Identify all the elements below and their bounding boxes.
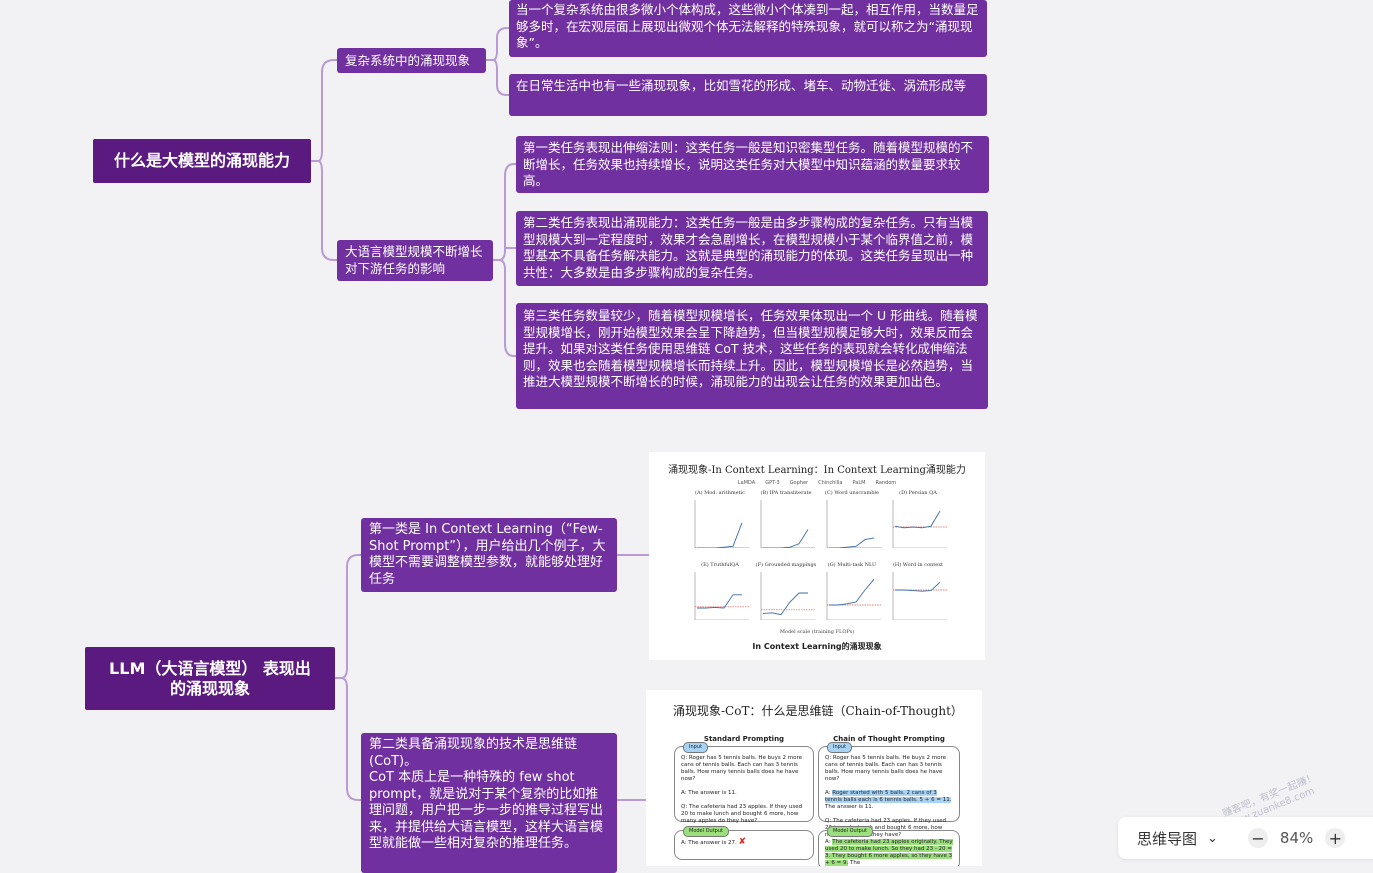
prompt-q2: Q: The cafeteria had 23 apples. If they … [681,804,803,824]
subplot-title: (F) Grounded mappings [755,562,817,568]
subplot-title: (G) Multi-task NLU [827,562,877,568]
a1-prefix: A: [825,790,833,796]
zoom-in-button[interactable]: + [1325,828,1346,848]
subplot-title: (D) Persian QA [899,490,937,496]
legend-item: GPT-3 [765,480,780,486]
icl-xlabel: Model scale (training FLOPs) [779,629,855,635]
subplot-title: (H) Word in context [892,562,944,568]
icl-subplot: (H) Word in context [887,562,949,620]
icl-subplot: (B) IPA transliterate [755,490,817,548]
legend-item: PaLM [852,480,866,486]
legend-item: Gopher [789,480,809,486]
input-tag: Input [683,742,708,753]
cot-figure-image[interactable]: 涌现现象-CoT：什么是思维链（Chain-of-Thought） Standa… [646,690,982,866]
node-in-context-learning[interactable]: 第一类是 In Context Learning（“Few-Shot Promp… [361,518,617,592]
legend-item: Random [875,480,897,486]
chevron-down-icon[interactable]: ⌄ [1207,830,1218,846]
icl-legend: LaMDA GPT-3 Gopher Chinchilla PaLM Random [649,480,985,486]
output-reasoning: The cafeteria had 23 apples originally. … [825,839,953,866]
zoom-level: 84% [1279,829,1314,847]
a1-reasoning: Roger started with 5 balls. 2 cans of 3 … [825,790,952,803]
icl-subplot: (E) TruthfulQA [689,562,751,620]
subplot-title: (C) Word unscramble [825,490,879,496]
node-model-scale-impact[interactable]: 大语言模型规模不断增长对下游任务的影响 [337,240,493,281]
prompt-a1: A: The answer is 11. [681,790,737,796]
icl-subplot: (F) Grounded mappings [755,562,817,620]
icl-subplot: (A) Mod. arithmetic [689,490,751,548]
cot-heading: Chain of Thought Prompting [833,735,945,743]
standard-heading: Standard Prompting [703,735,785,743]
node-complex-system[interactable]: 复杂系统中的涌现现象 [337,48,486,73]
output-prefix: A: [825,839,833,845]
icl-subplot: (G) Multi-task NLU [821,562,883,620]
leaf-task-type-3[interactable]: 第三类任务数量较少，随着模型规模增长，任务效果体现出一个 U 形曲线。随着模型规… [516,303,988,409]
output-tag: Model Output [827,826,873,837]
icl-subplot: (C) Word unscramble [821,490,883,548]
prompt-q1: Q: Roger has 5 tennis balls. He buys 2 m… [825,755,947,782]
standard-prompting-column: Standard Prompting Input Q: Roger has 5 … [674,736,814,866]
leaf-daily-examples[interactable]: 在日常生活中也有一些涌现现象，比如雪花的形成、堵车、动物迁徙、涡流形成等 [509,74,987,116]
subplot-title: (A) Mod. arithmetic [695,490,745,496]
leaf-emergence-definition[interactable]: 当一个复杂系统由很多微小个体构成，这些微小个体凑到一起，相互作用，当数量足够多时… [509,0,987,57]
cot-prompting-column: Chain of Thought Prompting Input Q: Roge… [818,736,960,866]
cot-figure-title: 涌现现象-CoT：什么是思维链（Chain-of-Thought） [673,704,963,718]
legend-item: Chinchilla [818,480,843,486]
root-node-emergence[interactable]: 什么是大模型的涌现能力 [93,139,311,183]
leaf-task-type-1[interactable]: 第一类任务表现出伸缩法则：这类任务一般是知识密集型任务。随着模型规模的不断增长，… [516,136,989,193]
leaf-task-type-2[interactable]: 第二类任务表现出涌现能力：这类任务一般是由多步骤构成的复杂任务。只有当模型规模大… [516,211,988,286]
a1-suffix: The answer is 11. [825,804,874,810]
icl-figure-image[interactable]: 涌现现象-In Context Learning：In Context Lear… [649,452,985,660]
input-tag: Input [827,742,852,753]
prompt-q1: Q: Roger has 5 tennis balls. He buys 2 m… [681,755,803,782]
wrong-x-icon: ✘ [738,837,747,847]
subplot-title: (E) TruthfulQA [701,562,739,568]
output-suffix: The [848,860,861,866]
subplot-title: (B) IPA transliterate [760,490,812,496]
icl-caption: In Context Learning的涌现现象 [752,642,882,651]
icl-subplot: (D) Persian QA [887,490,949,548]
zoom-toolbar: 思维导图 ⌄ − 84% + [1118,817,1373,859]
root-node-llm-emergence[interactable]: LLM（大语言模型） 表现出的涌现现象 [85,647,335,710]
icl-figure-title: 涌现现象-In Context Learning：In Context Lear… [668,465,966,476]
output-tag: Model Output [683,826,729,837]
node-chain-of-thought[interactable]: 第二类具备涌现现象的技术是思维链 (CoT)。 CoT 本质上是一种特殊的 fe… [361,733,617,873]
model-output: A: The answer is 27. [681,840,737,846]
view-mode-select[interactable]: 思维导图 [1137,829,1198,848]
legend-item: LaMDA [737,480,756,486]
zoom-out-button[interactable]: − [1247,828,1268,848]
